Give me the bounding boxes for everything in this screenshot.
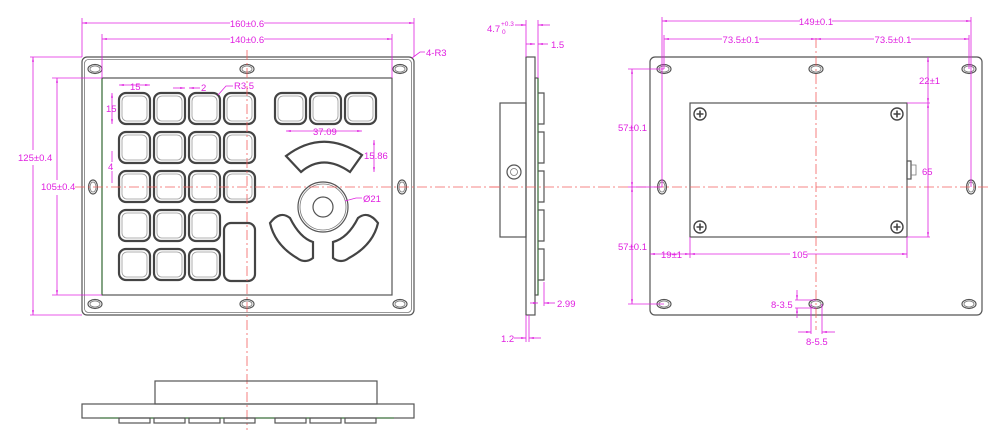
dim-hole-span: 149±0.1 <box>799 17 833 28</box>
front-view: 160±0.6 140±0.6 4-R3 125±0.4 105±0.4 15 … <box>18 18 500 430</box>
arc-key-right <box>331 213 380 263</box>
dim-half-span-right: 73.5±0.1 <box>875 35 912 46</box>
dim-box-top-offset: 22±1 <box>919 76 940 87</box>
dim-key-protrusion: 2.99 <box>557 299 576 310</box>
arc-key-top <box>284 140 364 174</box>
dim-overall-width: 160±0.6 <box>230 19 264 30</box>
dim-key-radius: R3.5 <box>234 81 254 92</box>
dim-front-layer: 1.5 <box>551 40 564 51</box>
dim-vert-pitch-lower: 57±0.1 <box>618 242 647 253</box>
dim-box-left-offset: 19±1 <box>661 250 682 261</box>
dim-key-width: 15 <box>130 82 141 93</box>
dim-plate: 1.2 <box>501 334 514 345</box>
dim-slot-width: 8-5.5 <box>806 337 828 348</box>
dim-slot-height: 8-3.5 <box>771 300 793 311</box>
side-view: 4.7 +0.3 0 1.5 2.99 1.2 <box>487 20 600 345</box>
trackball <box>297 181 349 233</box>
front-plate-outline <box>81 56 415 316</box>
dim-arc-height: 15.86 <box>364 151 388 162</box>
dim-half-span-left: 73.5±0.1 <box>723 35 760 46</box>
dim-row-gap: 4 <box>108 162 113 173</box>
dim-key-gap: 2 <box>201 83 206 94</box>
dim-trackball-diameter: Ø21 <box>363 194 381 205</box>
dim-hole-pitch-width: 140±0.6 <box>230 35 264 46</box>
dim-box-height: 65 <box>922 167 933 178</box>
dim-box-width: 105 <box>792 250 808 261</box>
back-view: 149±0.1 73.5±0.1 73.5±0.1 22±1 65 57±0.1… <box>600 17 990 348</box>
dim-hole-pitch-height: 105±0.4 <box>41 182 75 193</box>
dim-thickness: 4.7 <box>487 24 500 35</box>
dim-key-height: 15 <box>106 104 117 115</box>
bottom-view <box>81 380 415 424</box>
tall-key <box>222 221 257 283</box>
dim-overall-height: 125±0.4 <box>18 153 52 164</box>
arc-key-left <box>268 213 315 263</box>
electronics-box <box>689 102 908 238</box>
dim-thickness-tol-lower: 0 <box>502 29 506 36</box>
dim-thickness-tol-upper: +0.3 <box>501 21 514 28</box>
dim-arc-width: 37.09 <box>313 127 337 138</box>
dim-vert-pitch-upper: 57±0.1 <box>618 123 647 134</box>
dim-corner-radius: 4-R3 <box>426 48 447 59</box>
